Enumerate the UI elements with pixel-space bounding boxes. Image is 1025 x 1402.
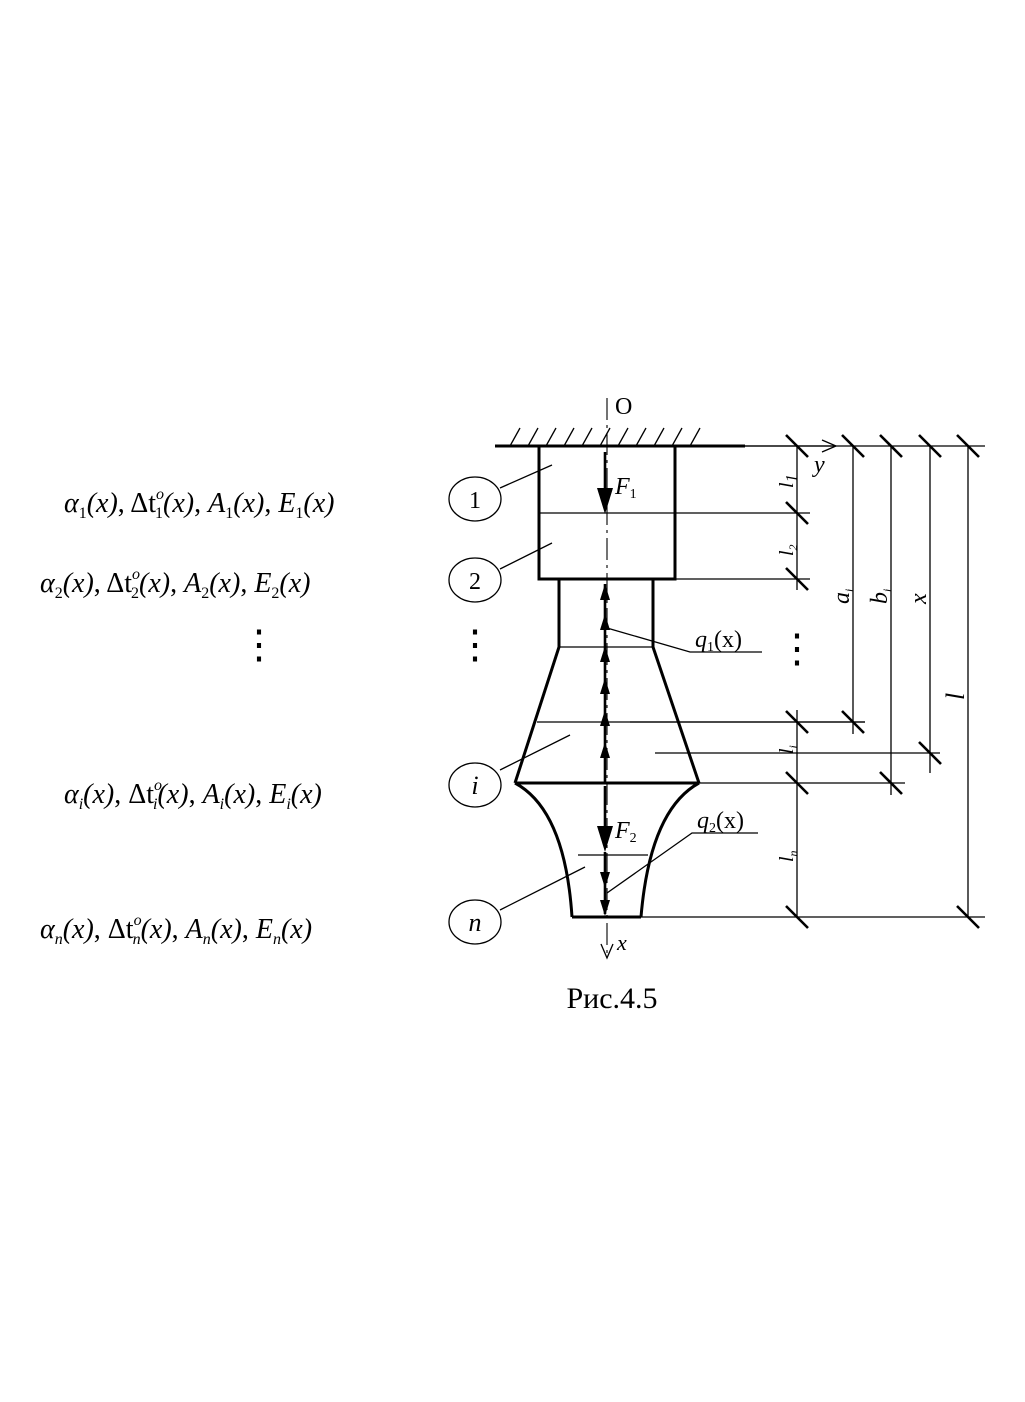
dim-x-label: x [906,593,932,605]
x-axis-arrow-icon [600,943,614,960]
section-marker-i: i [448,734,571,808]
rod-body [513,444,865,919]
distributed-load-q1 [600,584,610,783]
dim-b-label: bi [867,589,894,604]
dim-li-label: li [776,745,800,754]
dim-l1-label: l1 [776,474,801,488]
fixed-support [495,427,745,448]
section-marker-1: 1 [448,464,553,522]
y-axis-label: y [812,452,825,478]
extension-lines [630,445,985,918]
force-f1-label: F1 [614,474,637,502]
dim-l2-label: l2 [776,544,800,556]
distributed-load-q2 [600,852,610,916]
dimension-lines [785,434,980,929]
force-f2 [597,786,613,852]
q1-leader [606,627,762,653]
ellipsis-left: ⋮ [239,622,279,667]
force-f1 [597,452,613,514]
q2-label: q2(x) [697,808,744,836]
ellipsis-marker: ⋮ [455,622,495,667]
section-marker-n: n [448,866,586,945]
svg-text:2: 2 [469,569,481,595]
x-axis-label: x [616,930,627,955]
dim-a-label: ai [829,589,856,604]
svg-text:n: n [469,908,482,937]
svg-text:i: i [471,771,478,800]
ellipsis-dims: ⋮ [777,626,817,671]
origin-label: O [615,394,632,420]
force-f2-label: F2 [614,818,637,846]
figure-caption: Рис.4.5 [566,982,657,1015]
section-marker-2: 2 [448,542,553,603]
svg-text:1: 1 [469,488,481,514]
q1-label: q1(x) [695,627,742,655]
dim-l-label: l [941,693,970,700]
q2-leader [606,832,758,894]
dim-ln-label: ln [776,850,800,862]
